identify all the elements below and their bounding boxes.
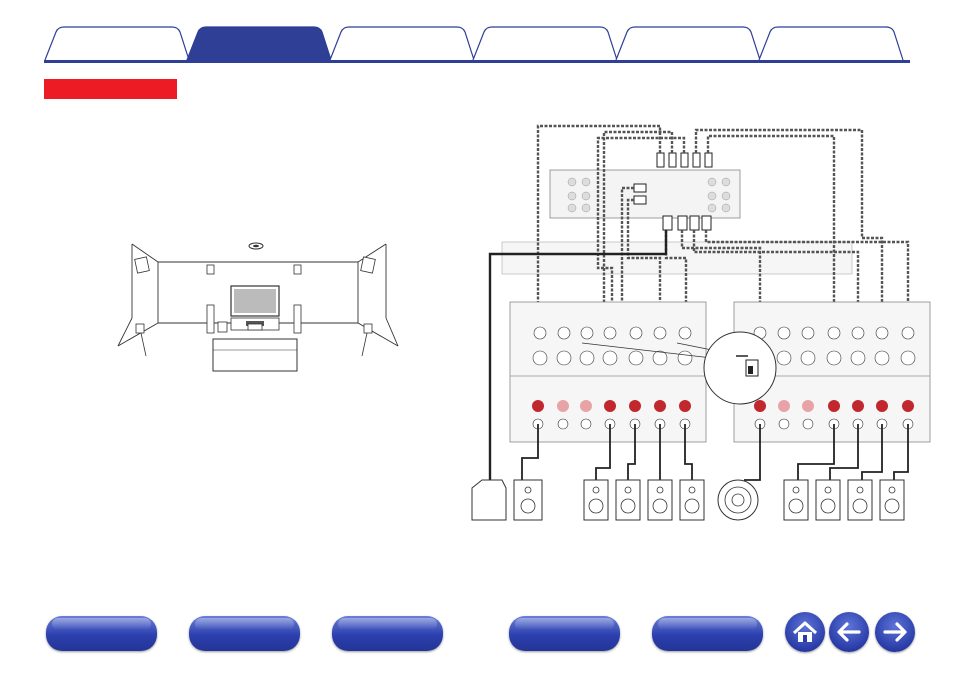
speaker-3 xyxy=(615,479,641,521)
surround-speaker-right xyxy=(363,323,373,334)
speaker-8 xyxy=(847,479,873,521)
footer-button-5[interactable] xyxy=(652,616,763,651)
sofa xyxy=(212,338,298,372)
tab-4[interactable] xyxy=(472,26,618,60)
speaker-4 xyxy=(647,479,673,521)
speaker-6 xyxy=(783,479,809,521)
tab-underline xyxy=(44,60,910,63)
tab-3[interactable] xyxy=(329,26,475,60)
speaker-1 xyxy=(513,479,543,521)
footer-button-4[interactable] xyxy=(509,616,620,651)
wall-speaker-left xyxy=(134,256,150,274)
speaker-9 xyxy=(879,479,905,521)
speaker-5 xyxy=(679,479,705,521)
speaker-2 xyxy=(583,479,609,521)
back-arrow-icon xyxy=(837,622,861,642)
height-speaker-right xyxy=(293,264,302,275)
power-amplifier-left xyxy=(509,301,707,443)
tab-5[interactable] xyxy=(615,26,761,60)
tab-2[interactable] xyxy=(186,26,332,60)
front-speaker-right xyxy=(293,304,302,334)
tab-6[interactable] xyxy=(758,26,904,60)
room-layout-illustration xyxy=(117,242,399,372)
speaker-7 xyxy=(815,479,841,521)
height-speaker-left xyxy=(206,264,215,275)
footer-button-3[interactable] xyxy=(332,616,443,651)
section-label-text xyxy=(44,83,50,95)
home-button[interactable] xyxy=(785,612,825,652)
section-label xyxy=(44,79,177,99)
front-speaker-left xyxy=(206,304,215,334)
tab-1[interactable] xyxy=(44,26,190,60)
connection-diagram xyxy=(471,124,931,521)
subwoofer-unit xyxy=(471,479,507,521)
surround-speaker-left xyxy=(135,323,145,334)
wall-speaker-right xyxy=(360,256,376,274)
tab-bar xyxy=(44,26,910,62)
speaker-round xyxy=(717,479,759,521)
home-icon xyxy=(792,621,818,642)
subwoofer xyxy=(217,321,228,333)
center-speaker xyxy=(247,323,263,331)
forward-arrow-icon xyxy=(883,622,907,642)
footer-button-1[interactable] xyxy=(46,616,157,651)
back-button[interactable] xyxy=(829,612,869,652)
zoom-callout xyxy=(703,331,777,405)
footer-button-2[interactable] xyxy=(189,616,300,651)
forward-button[interactable] xyxy=(875,612,915,652)
